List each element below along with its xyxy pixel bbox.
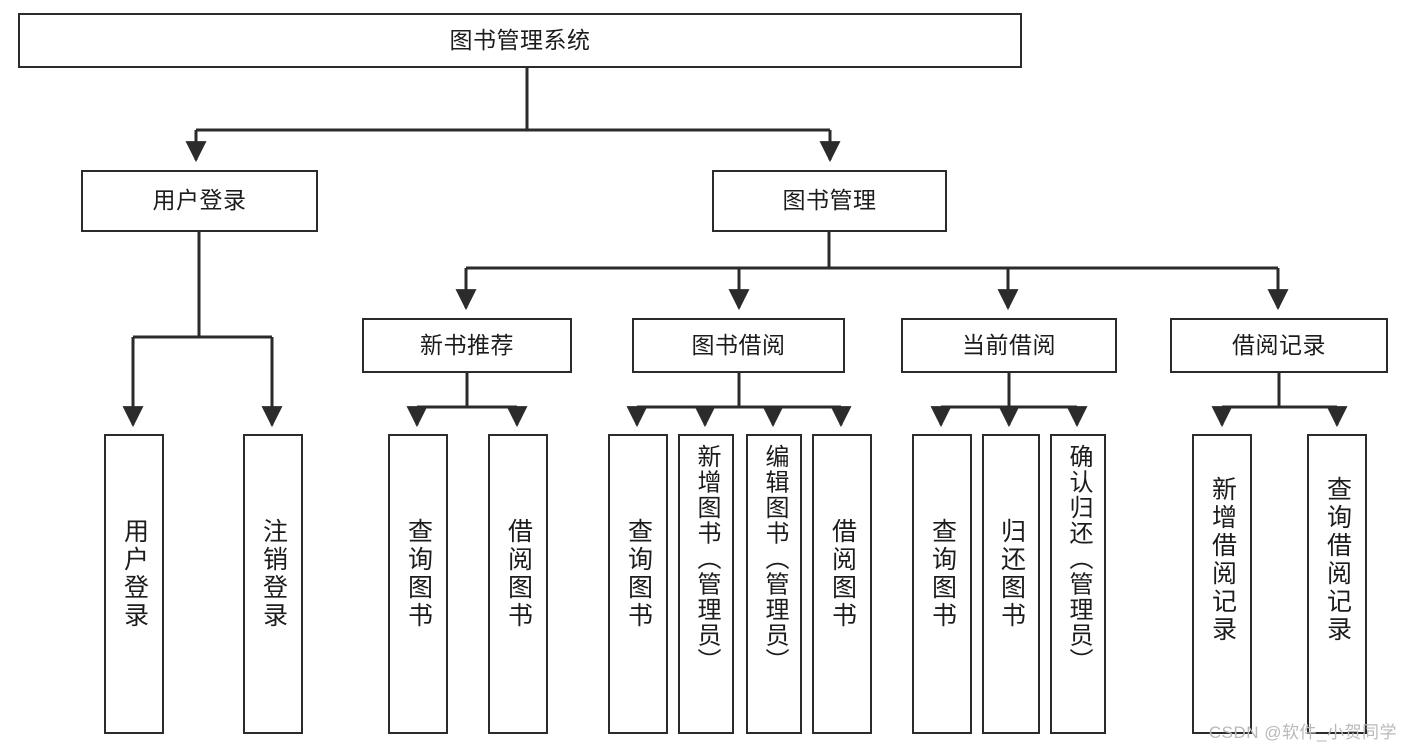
node-label: 新书推荐	[420, 331, 514, 358]
node-label: 借阅图书	[504, 518, 533, 630]
node-current-borrow[interactable]: 当前借阅	[901, 318, 1117, 373]
node-label: 新增图书（管理员）	[693, 444, 720, 674]
node-label: 图书借阅	[691, 331, 786, 358]
leaf-add-book-admin[interactable]: 新增图书（管理员）	[678, 434, 734, 734]
leaf-query-book-recommend[interactable]: 查询图书	[388, 434, 448, 734]
node-label: 新增借阅记录	[1208, 476, 1237, 644]
leaf-add-borrow-record[interactable]: 新增借阅记录	[1192, 434, 1252, 734]
leaf-borrow-book-recommend[interactable]: 借阅图书	[488, 434, 548, 734]
node-book-management[interactable]: 图书管理	[712, 170, 947, 232]
node-label: 查询图书	[404, 518, 433, 630]
leaf-confirm-return-admin[interactable]: 确认归还（管理员）	[1050, 434, 1106, 734]
node-label: 归还图书	[997, 518, 1026, 630]
node-label: 编辑图书（管理员）	[761, 444, 788, 674]
node-new-book-recommend[interactable]: 新书推荐	[362, 318, 572, 373]
leaf-return-book[interactable]: 归还图书	[982, 434, 1040, 734]
node-label: 图书管理系统	[449, 26, 591, 53]
node-label: 用户登录	[120, 518, 149, 630]
node-label: 用户登录	[152, 187, 247, 214]
leaf-user-login[interactable]: 用户登录	[104, 434, 164, 734]
leaf-user-logout[interactable]: 注销登录	[243, 434, 303, 734]
leaf-borrow-book[interactable]: 借阅图书	[812, 434, 872, 734]
leaf-edit-book-admin[interactable]: 编辑图书（管理员）	[746, 434, 802, 734]
node-label: 图书管理	[782, 187, 877, 214]
node-label: 借阅记录	[1232, 331, 1326, 358]
leaf-query-book-current[interactable]: 查询图书	[912, 434, 972, 734]
node-label: 查询图书	[624, 518, 653, 630]
leaf-query-borrow-record[interactable]: 查询借阅记录	[1307, 434, 1367, 734]
csdn-watermark: CSDN @软件_小贺同学	[1208, 723, 1397, 742]
node-label: 确认归还（管理员）	[1065, 444, 1092, 674]
node-book-borrow[interactable]: 图书借阅	[632, 318, 845, 373]
node-borrow-record[interactable]: 借阅记录	[1170, 318, 1388, 373]
node-label: 查询借阅记录	[1323, 476, 1352, 644]
leaf-query-book-borrow[interactable]: 查询图书	[608, 434, 668, 734]
node-label: 当前借阅	[962, 331, 1056, 358]
node-root-system[interactable]: 图书管理系统	[18, 13, 1022, 68]
node-label: 查询图书	[928, 518, 957, 630]
node-label: 注销登录	[259, 518, 288, 630]
node-label: 借阅图书	[828, 518, 857, 630]
node-user-login[interactable]: 用户登录	[81, 170, 318, 232]
